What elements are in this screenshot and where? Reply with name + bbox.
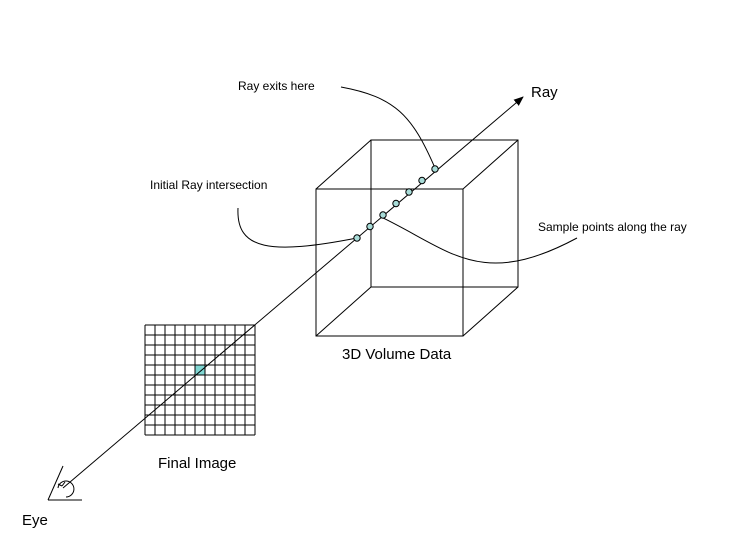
sample-point [379,211,387,219]
cube-edge [462,286,519,337]
ray-line [62,96,524,489]
cube-front-face [315,188,464,337]
ray-label: Ray [531,84,558,101]
volume-cube [315,139,519,337]
cube-edge [315,286,372,337]
sample-points-label: Sample points along the ray [538,220,687,234]
sample-point [353,234,361,242]
highlighted-pixel [195,365,205,375]
cube-back-face [370,139,519,288]
sample-point [392,199,400,208]
sample-points [353,165,439,242]
callout-sample-points [380,216,578,264]
sample-point [418,176,426,185]
ray-exits-label: Ray exits here [238,79,315,93]
sample-point [405,188,413,196]
final-image-grid [144,324,256,436]
sample-point [431,165,439,173]
volume-label: 3D Volume Data [342,346,452,363]
final-image-label: Final Image [158,455,237,472]
cube-edge [462,139,519,190]
eye-icon [47,465,82,501]
initial-intersection-label: Initial Ray intersection [150,178,268,192]
cube-edge [315,139,372,190]
eye-label: Eye [22,512,48,529]
sample-point [366,222,374,231]
callout-initial-intersection [237,207,358,248]
callout-ray-exits [340,86,436,169]
